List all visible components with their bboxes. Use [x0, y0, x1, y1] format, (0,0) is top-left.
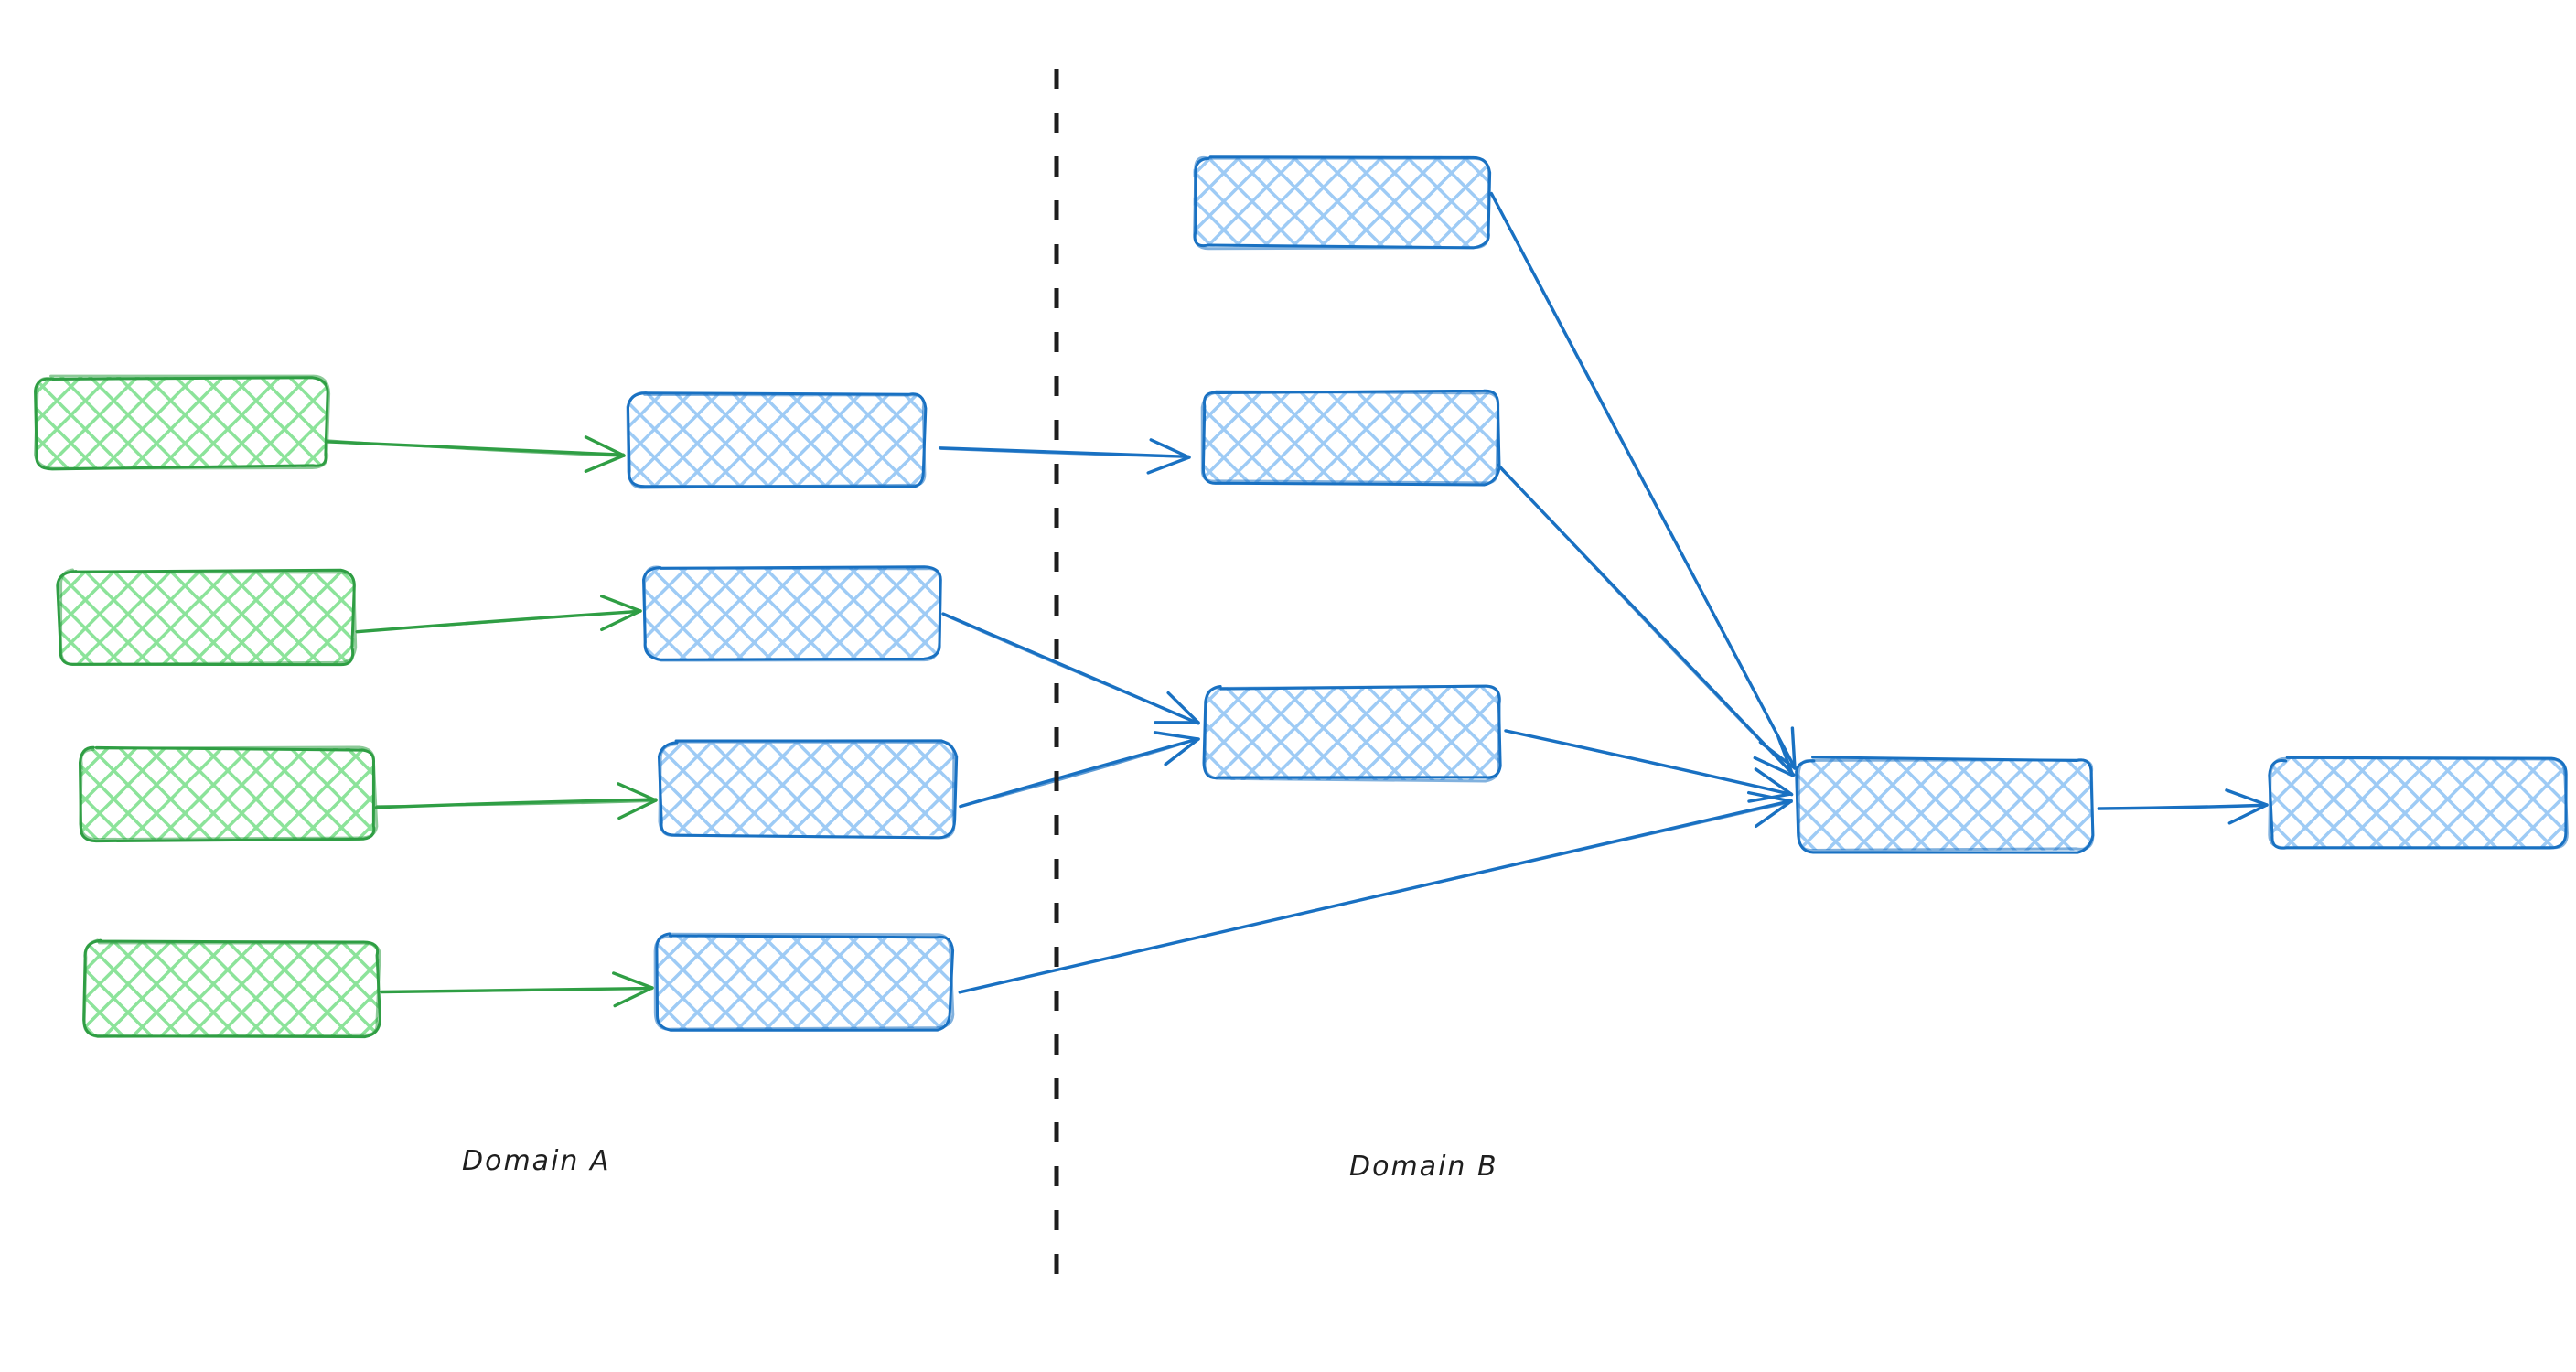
node-a-src-1[interactable] — [34, 374, 331, 471]
edge-a-mid-2-to-b-low — [941, 612, 1200, 725]
label-domain-b: Domain B — [1349, 1151, 1498, 1183]
node-a-src-4[interactable] — [82, 938, 381, 1039]
node-b-mid[interactable] — [1200, 389, 1501, 487]
node-a-src-2[interactable] — [56, 568, 358, 667]
node-a-mid-3[interactable] — [657, 739, 959, 840]
edge-a-src-2-to-a-mid-2 — [355, 595, 642, 634]
edge-b-low-to-b-hub — [1504, 729, 1794, 803]
edge-b-hub-to-b-out — [2097, 788, 2269, 825]
edge-a-mid-3-to-b-low — [959, 731, 1200, 809]
node-b-out[interactable] — [2268, 756, 2569, 850]
label-domain-a: Domain A — [462, 1145, 611, 1177]
edge-a-src-3-to-a-mid-3 — [374, 782, 658, 820]
edge-a-src-1-to-a-mid-1 — [326, 435, 626, 473]
nodes-layer — [34, 155, 2569, 1039]
edge-a-src-4-to-a-mid-4 — [380, 971, 654, 1008]
edge-b-mid-to-b-hub — [1497, 463, 1796, 777]
edge-a-mid-1-to-b-mid — [938, 438, 1191, 475]
node-b-low[interactable] — [1202, 684, 1502, 783]
edge-b-top-to-b-hub — [1489, 191, 1797, 770]
node-a-mid-2[interactable] — [642, 565, 942, 662]
node-a-mid-4[interactable] — [653, 932, 955, 1032]
node-b-hub[interactable] — [1795, 756, 2095, 854]
edges-layer — [326, 191, 2269, 1008]
edge-a-mid-4-to-b-hub — [958, 790, 1793, 994]
node-b-top[interactable] — [1193, 155, 1492, 251]
node-a-src-3[interactable] — [79, 745, 379, 843]
node-a-mid-1[interactable] — [626, 391, 928, 489]
